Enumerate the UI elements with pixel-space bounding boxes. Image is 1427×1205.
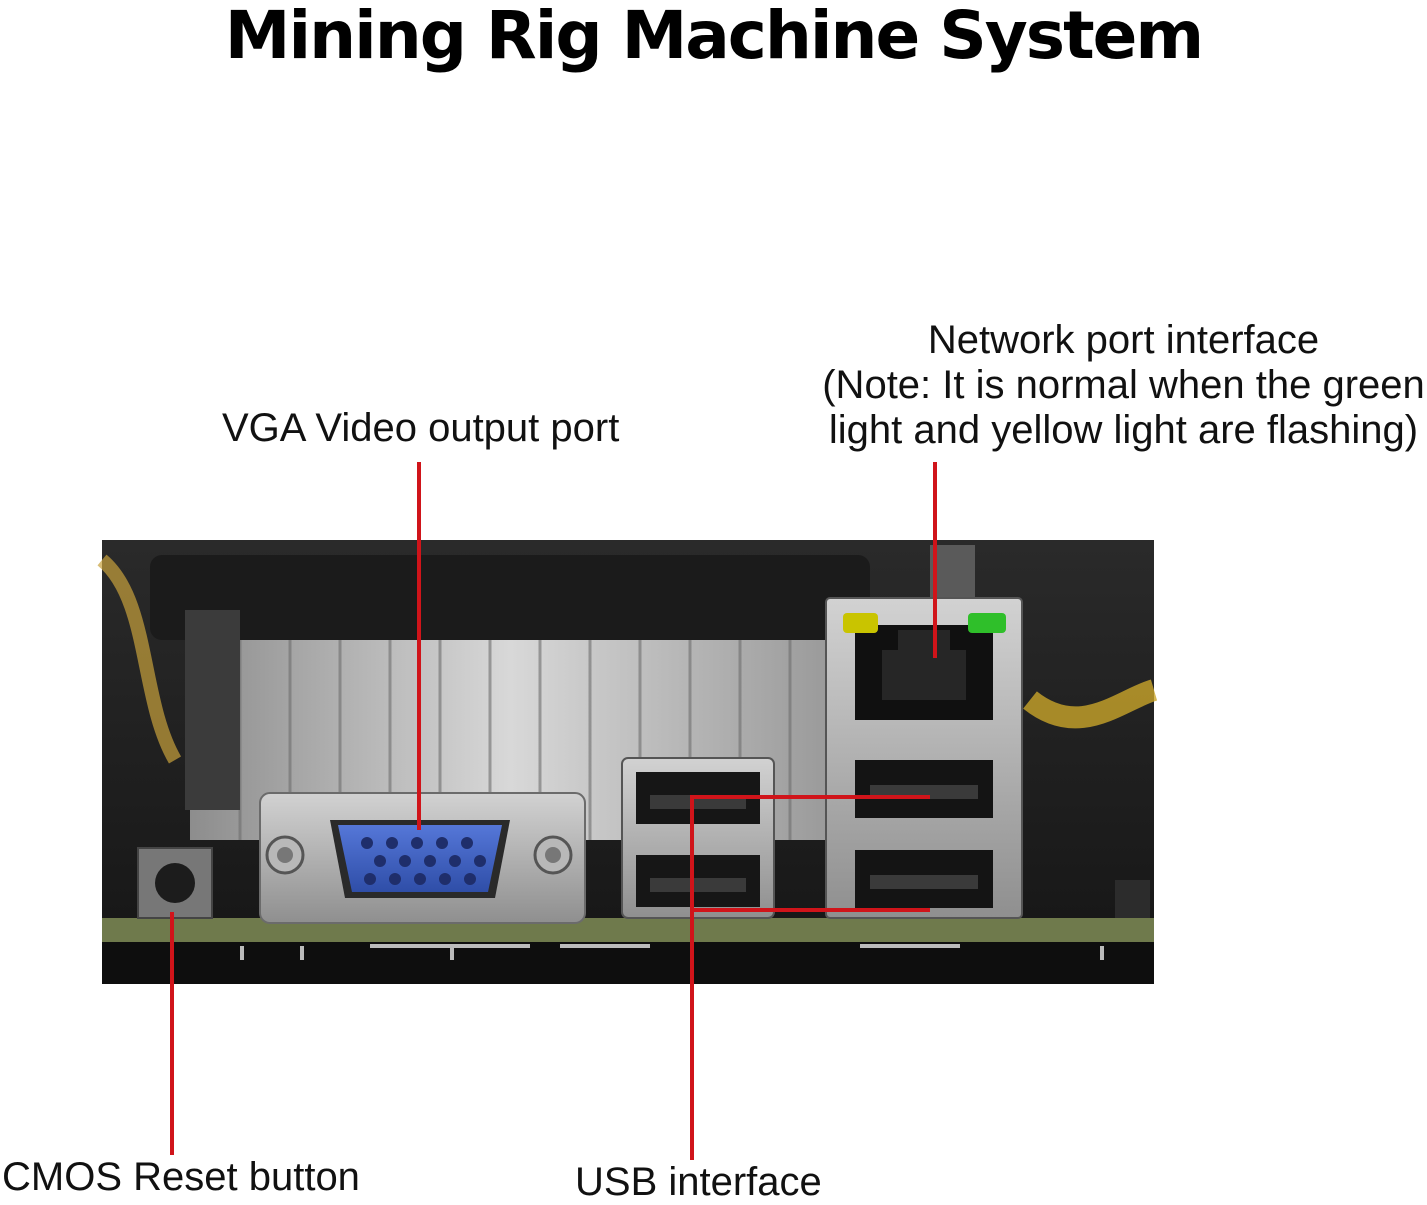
pcb-board — [102, 918, 1154, 942]
usb-label: USB interface — [575, 1160, 822, 1204]
screw-post — [185, 610, 240, 810]
vga-port — [259, 792, 586, 924]
callout-lines — [170, 462, 937, 1160]
screw-post — [930, 545, 975, 605]
network-label-line2: (Note: It is normal when the green — [822, 363, 1425, 407]
network-label-line3: light and yellow light are flashing) — [828, 408, 1419, 452]
led-yellow — [843, 613, 878, 633]
network-label: Network port interface (Note: It is norm… — [820, 318, 1427, 453]
usb-port-stack — [621, 757, 775, 919]
cpu-fan — [150, 555, 870, 640]
board-component — [1115, 880, 1150, 918]
vga-label: VGA Video output port — [222, 406, 620, 450]
network-label-line1: Network port interface — [927, 318, 1320, 362]
cable — [97, 554, 182, 764]
cmos-label: CMOS Reset button — [2, 1155, 360, 1199]
cmos-reset-button — [137, 847, 213, 919]
page-title: Mining Rig Machine System — [224, 0, 1204, 74]
pcb-pins — [240, 944, 1104, 960]
led-green — [968, 613, 1006, 633]
rj45-usb-combo — [825, 597, 1023, 919]
cable — [1023, 679, 1158, 729]
callout-usb-top — [690, 795, 930, 1160]
pcb-underside — [102, 942, 1154, 984]
